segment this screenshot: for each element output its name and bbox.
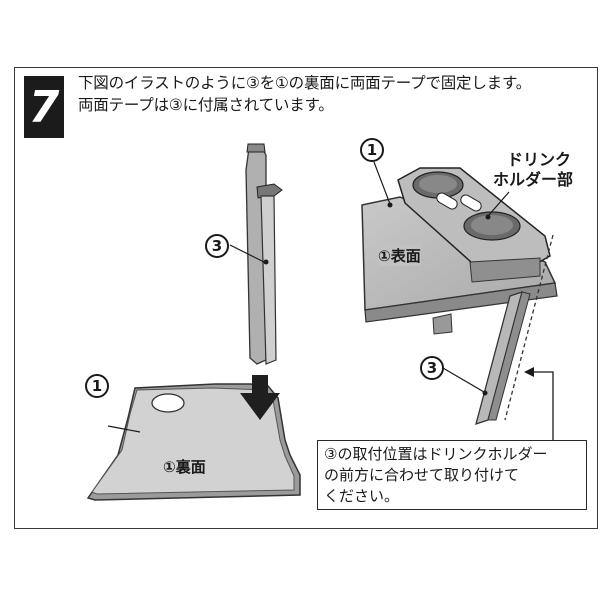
instruction-text: 下図のイラストのように③を①の裏面に両面テープで固定します。 両面テープは③に付… <box>78 72 593 116</box>
step-number: 7 <box>28 81 60 133</box>
circled-1-bottom-label: 1 <box>85 374 109 398</box>
drink-holder-label-line-2: ホルダー部 <box>493 170 574 189</box>
instruction-line-1: 下図のイラストのように③を①の裏面に両面テープで固定します。 <box>78 74 532 92</box>
circled-3-top-label: 3 <box>205 234 229 258</box>
back-surface-label: ①裏面 <box>163 456 206 477</box>
note-line-1: ③の取付位置はドリンクホルダー <box>324 445 548 463</box>
note-line-2: の前方に合わせて取り付けて <box>324 466 520 484</box>
table-front-illustration <box>361 161 558 440</box>
circled-1-top-right-label: 1 <box>360 138 384 162</box>
drink-holder-label-line-1: ドリンク <box>507 150 572 169</box>
cup-hole <box>151 393 185 413</box>
down-arrow-icon <box>240 375 280 420</box>
instruction-line-2: 両面テープは③に付属されています。 <box>78 96 334 114</box>
circled-3-top-text: 3 <box>211 237 223 255</box>
tray-back-illustration <box>86 383 301 501</box>
alignment-guide-line <box>504 234 554 421</box>
circled-3-right-text: 3 <box>426 359 438 377</box>
stand-part-illustration <box>229 143 283 365</box>
front-surface-label: ①表面 <box>378 245 421 266</box>
step-number-badge: 7 <box>24 76 64 138</box>
mounting-position-note: ③の取付位置はドリンクホルダー の前方に合わせて取り付けて ください。 <box>317 440 587 510</box>
circled-1-top-right-text: 1 <box>366 141 378 159</box>
note-line-3: ください。 <box>324 487 400 505</box>
circled-1-bottom-text: 1 <box>91 377 103 395</box>
circled-3-right-label: 3 <box>420 356 444 380</box>
